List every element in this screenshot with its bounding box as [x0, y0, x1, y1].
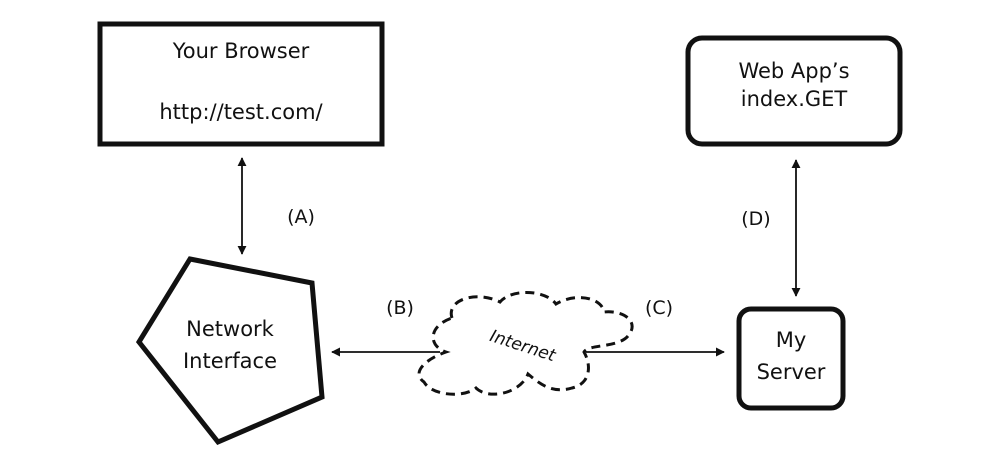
network-label-line1: Network: [186, 317, 275, 341]
webapp-label-line2: index.GET: [741, 87, 848, 111]
webapp-box: Web App’s index.GET: [685, 35, 903, 147]
network-label-line2: Interface: [183, 349, 277, 373]
edge-b-label: (B): [386, 297, 414, 319]
edge-a: (A): [237, 157, 315, 255]
edge-c: (C): [586, 297, 725, 357]
browser-url: http://test.com/: [159, 100, 323, 124]
server-label-line1: My: [776, 328, 807, 352]
server-box: My Server: [736, 306, 846, 411]
network-interface-pentagon: Network Interface: [135, 256, 325, 446]
webapp-label-line1: Web App’s: [738, 59, 849, 83]
edge-c-label: (C): [645, 297, 673, 319]
edge-a-label: (A): [287, 206, 315, 228]
edge-b: (B): [331, 297, 440, 357]
server-label-line2: Server: [757, 360, 826, 384]
edge-d-label: (D): [741, 208, 770, 230]
browser-box: Your Browser http://test.com/: [97, 21, 385, 147]
internet-cloud: Internet: [417, 290, 634, 396]
edge-d: (D): [741, 159, 801, 297]
browser-title: Your Browser: [172, 39, 310, 63]
